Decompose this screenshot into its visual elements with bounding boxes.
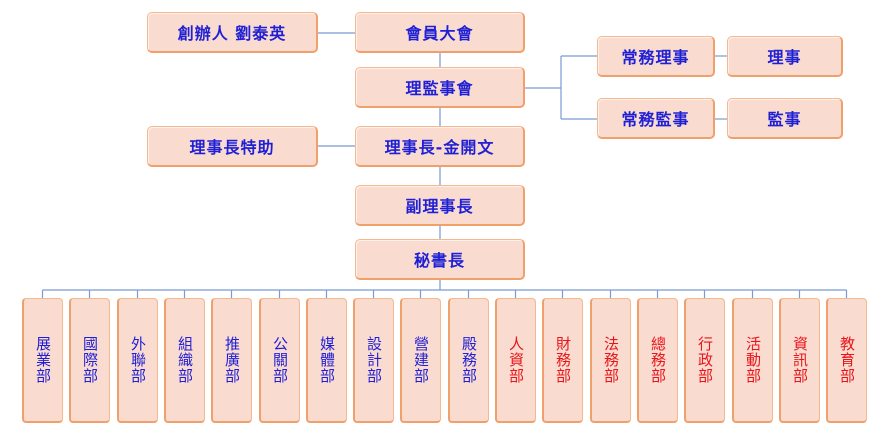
department-box: 活動部 <box>732 298 773 423</box>
founder-label: 創辦人 劉泰英 <box>177 24 287 43</box>
department-box: 人資部 <box>495 298 536 423</box>
department-label: 教育部 <box>838 336 856 384</box>
department-box: 營建部 <box>400 298 441 423</box>
secretary-general-box: 秘書長 <box>355 239 525 280</box>
department-box: 媒體部 <box>306 298 347 423</box>
founder-box: 創辦人 劉泰英 <box>147 12 318 53</box>
department-label: 資訊部 <box>791 336 809 384</box>
department-label: 殿務部 <box>460 336 478 384</box>
vice-chairman-box: 副理事長 <box>355 185 525 226</box>
department-box: 設計部 <box>353 298 394 423</box>
department-box: 外聯部 <box>117 298 158 423</box>
department-label: 設計部 <box>365 336 383 384</box>
general-assembly-label: 會員大會 <box>405 24 474 43</box>
exec-director-label: 常務理事 <box>621 48 690 67</box>
department-box: 總務部 <box>637 298 678 423</box>
department-label: 外聯部 <box>129 336 147 384</box>
secretary-general-label: 秘書長 <box>413 251 465 270</box>
exec-supervisor-box: 常務監事 <box>597 98 715 139</box>
chair-assistant-label: 理事長特助 <box>189 138 275 157</box>
department-label: 公關部 <box>271 336 289 384</box>
chairman-label: 理事長-金開文 <box>384 138 495 157</box>
department-box: 資訊部 <box>779 298 820 423</box>
director-box: 理事 <box>727 36 843 77</box>
department-box: 財務部 <box>542 298 583 423</box>
supervisor-label: 監事 <box>767 110 802 129</box>
board-box: 理監事會 <box>355 67 525 108</box>
general-assembly-box: 會員大會 <box>355 12 525 53</box>
department-label: 財務部 <box>554 336 572 384</box>
department-label: 行政部 <box>696 336 714 384</box>
department-box: 行政部 <box>684 298 725 423</box>
board-label: 理監事會 <box>405 79 474 98</box>
department-box: 教育部 <box>826 298 867 423</box>
department-label: 營建部 <box>412 336 430 384</box>
department-label: 展業部 <box>34 336 52 384</box>
chairman-box: 理事長-金開文 <box>355 126 525 167</box>
department-label: 媒體部 <box>318 336 336 384</box>
supervisor-box: 監事 <box>727 98 843 139</box>
department-box: 法務部 <box>590 298 631 423</box>
exec-director-box: 常務理事 <box>597 36 715 77</box>
department-box: 展業部 <box>22 298 63 423</box>
department-label: 總務部 <box>649 336 667 384</box>
vice-chairman-label: 副理事長 <box>405 197 474 216</box>
department-label: 國際部 <box>81 336 99 384</box>
department-label: 人資部 <box>507 336 525 384</box>
department-box: 公關部 <box>259 298 300 423</box>
department-box: 國際部 <box>69 298 110 423</box>
department-label: 法務部 <box>602 336 620 384</box>
director-label: 理事 <box>767 48 802 67</box>
department-label: 活動部 <box>744 336 762 384</box>
exec-supervisor-label: 常務監事 <box>621 110 690 129</box>
department-label: 組織部 <box>176 336 194 384</box>
department-box: 推廣部 <box>211 298 252 423</box>
department-box: 殿務部 <box>448 298 489 423</box>
department-box: 組織部 <box>164 298 205 423</box>
department-label: 推廣部 <box>223 336 241 384</box>
chair-assistant-box: 理事長特助 <box>147 126 318 167</box>
